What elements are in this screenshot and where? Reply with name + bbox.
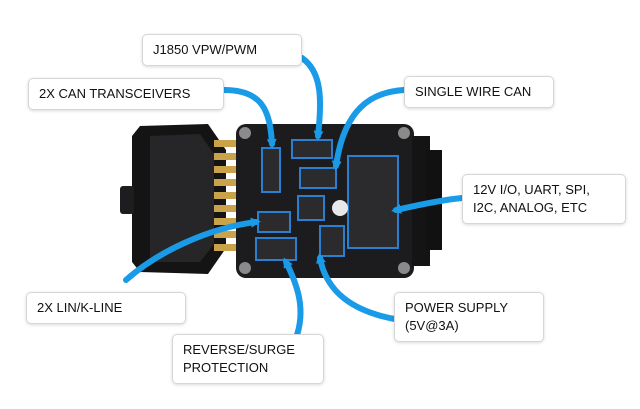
label-protection: REVERSE/SURGE PROTECTION: [172, 334, 324, 384]
arrow-protection: [283, 257, 304, 341]
arrow-power: [316, 253, 403, 323]
arrow-can-transceivers: [221, 87, 277, 149]
arrow-j1850: [299, 55, 324, 141]
label-single-wire-can: SINGLE WIRE CAN: [404, 76, 554, 108]
label-power: POWER SUPPLY (5V@3A): [394, 292, 544, 342]
label-can-transceivers: 2X CAN TRANSCEIVERS: [28, 78, 224, 110]
arrow-lin: [123, 217, 261, 283]
connector-pins: [214, 140, 246, 251]
label-io: 12V I/O, UART, SPI, I2C, ANALOG, ETC: [462, 174, 626, 224]
label-lin: 2X LIN/K-LINE: [26, 292, 186, 324]
arrow-io: [391, 195, 465, 214]
callout-arrows: [123, 55, 465, 341]
circuit-board-icon: [236, 124, 442, 278]
label-j1850: J1850 VPW/PWM: [142, 34, 302, 66]
arrow-single-wire-can: [331, 87, 407, 171]
